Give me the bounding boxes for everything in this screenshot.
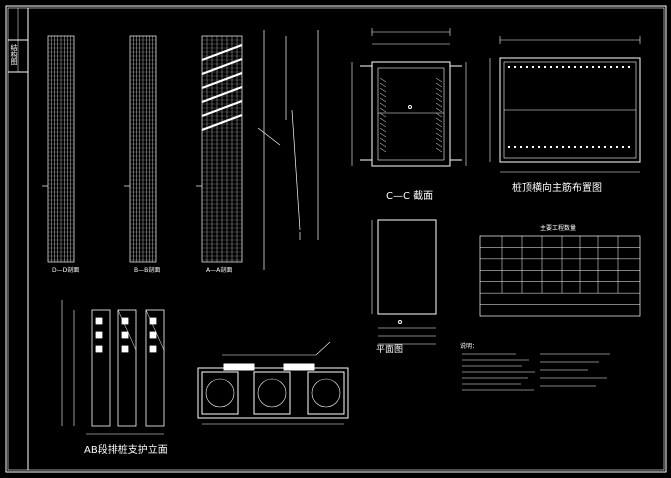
cc-section-drawing [351,28,467,167]
pile-cap-block [95,345,103,353]
pile-cap-block [149,345,157,353]
pile-cap-block [95,331,103,339]
rebar-dot [550,146,552,148]
rebar-dot [574,146,576,148]
rebar-dot [628,66,630,68]
rebar-dot [544,146,546,148]
rebar-dot [598,146,600,148]
rebar-dot [532,66,534,68]
cc-section-rebar-hatching [379,77,443,153]
rebar-dot [520,146,522,148]
rebar-dot [568,146,570,148]
rebar-dot [592,66,594,68]
notes-heading: 说明： [460,343,479,350]
plan-view-drawing [371,219,437,345]
pile-elevation-columns [42,35,243,263]
pile-cap-block [121,345,129,353]
rebar-dot [520,66,522,68]
center-line-group [257,30,319,270]
rebar-dot [598,66,600,68]
rebar-dot [514,146,516,148]
rebar-dot [616,66,618,68]
rebar-dot [538,146,540,148]
rebar-dot [628,146,630,148]
rebar-plan-dots [508,66,630,148]
pile-cap-block [121,317,129,325]
rebar-dot [544,66,546,68]
rebar-dot [532,146,534,148]
section-label-aa: A—A剖面 [206,267,233,274]
section-label-bb: B—B剖面 [134,267,161,274]
pile-cap-block [149,331,157,339]
rebar-dot [574,66,576,68]
sheet-border [5,5,667,473]
rebar-dot [550,66,552,68]
rebar-dot [580,66,582,68]
sheet-inner-border [7,7,665,471]
rebar-dot [568,66,570,68]
pile-cap-block [121,331,129,339]
rebar-dot [622,146,624,148]
title-block-text: 结构图 [10,44,18,65]
rebar-dot [610,66,612,68]
table-title: 主要工程数量 [540,225,577,232]
rebar-dot [604,66,606,68]
rebar-dot [508,66,510,68]
rebar-dot [508,146,510,148]
rebar-dot [562,66,564,68]
rebar-dot [622,66,624,68]
rebar-dot [526,146,528,148]
rebar-dot [526,66,528,68]
rebar-dot [586,146,588,148]
rebar-dot [538,66,540,68]
quantity-table [479,235,641,317]
rebar-dot [562,146,564,148]
rebar-dot [556,66,558,68]
rebar-dot [616,146,618,148]
rebar-dot [514,66,516,68]
rebar-dot [586,66,588,68]
cc-section-title: C—C 截面 [386,191,434,202]
pile-cap-block [95,317,103,325]
rebar-dot [604,146,606,148]
rebar-plan-title: 桩顶横向主筋布置图 [512,183,602,194]
plan-view-title: 平面图 [376,345,404,355]
rebar-dot [580,146,582,148]
pile-plan-drawing [197,341,349,425]
section-label-dd: D—D剖面 [52,267,80,274]
rebar-dot [556,146,558,148]
support-elevation-title: AB段排桩支护立面 [84,445,168,456]
pile-cap-block [149,317,157,325]
support-elevation-drawing [61,300,165,435]
notes-text-lines [462,353,610,391]
rebar-plan-drawing [489,36,641,173]
rebar-dot [592,146,594,148]
rebar-dot [610,146,612,148]
